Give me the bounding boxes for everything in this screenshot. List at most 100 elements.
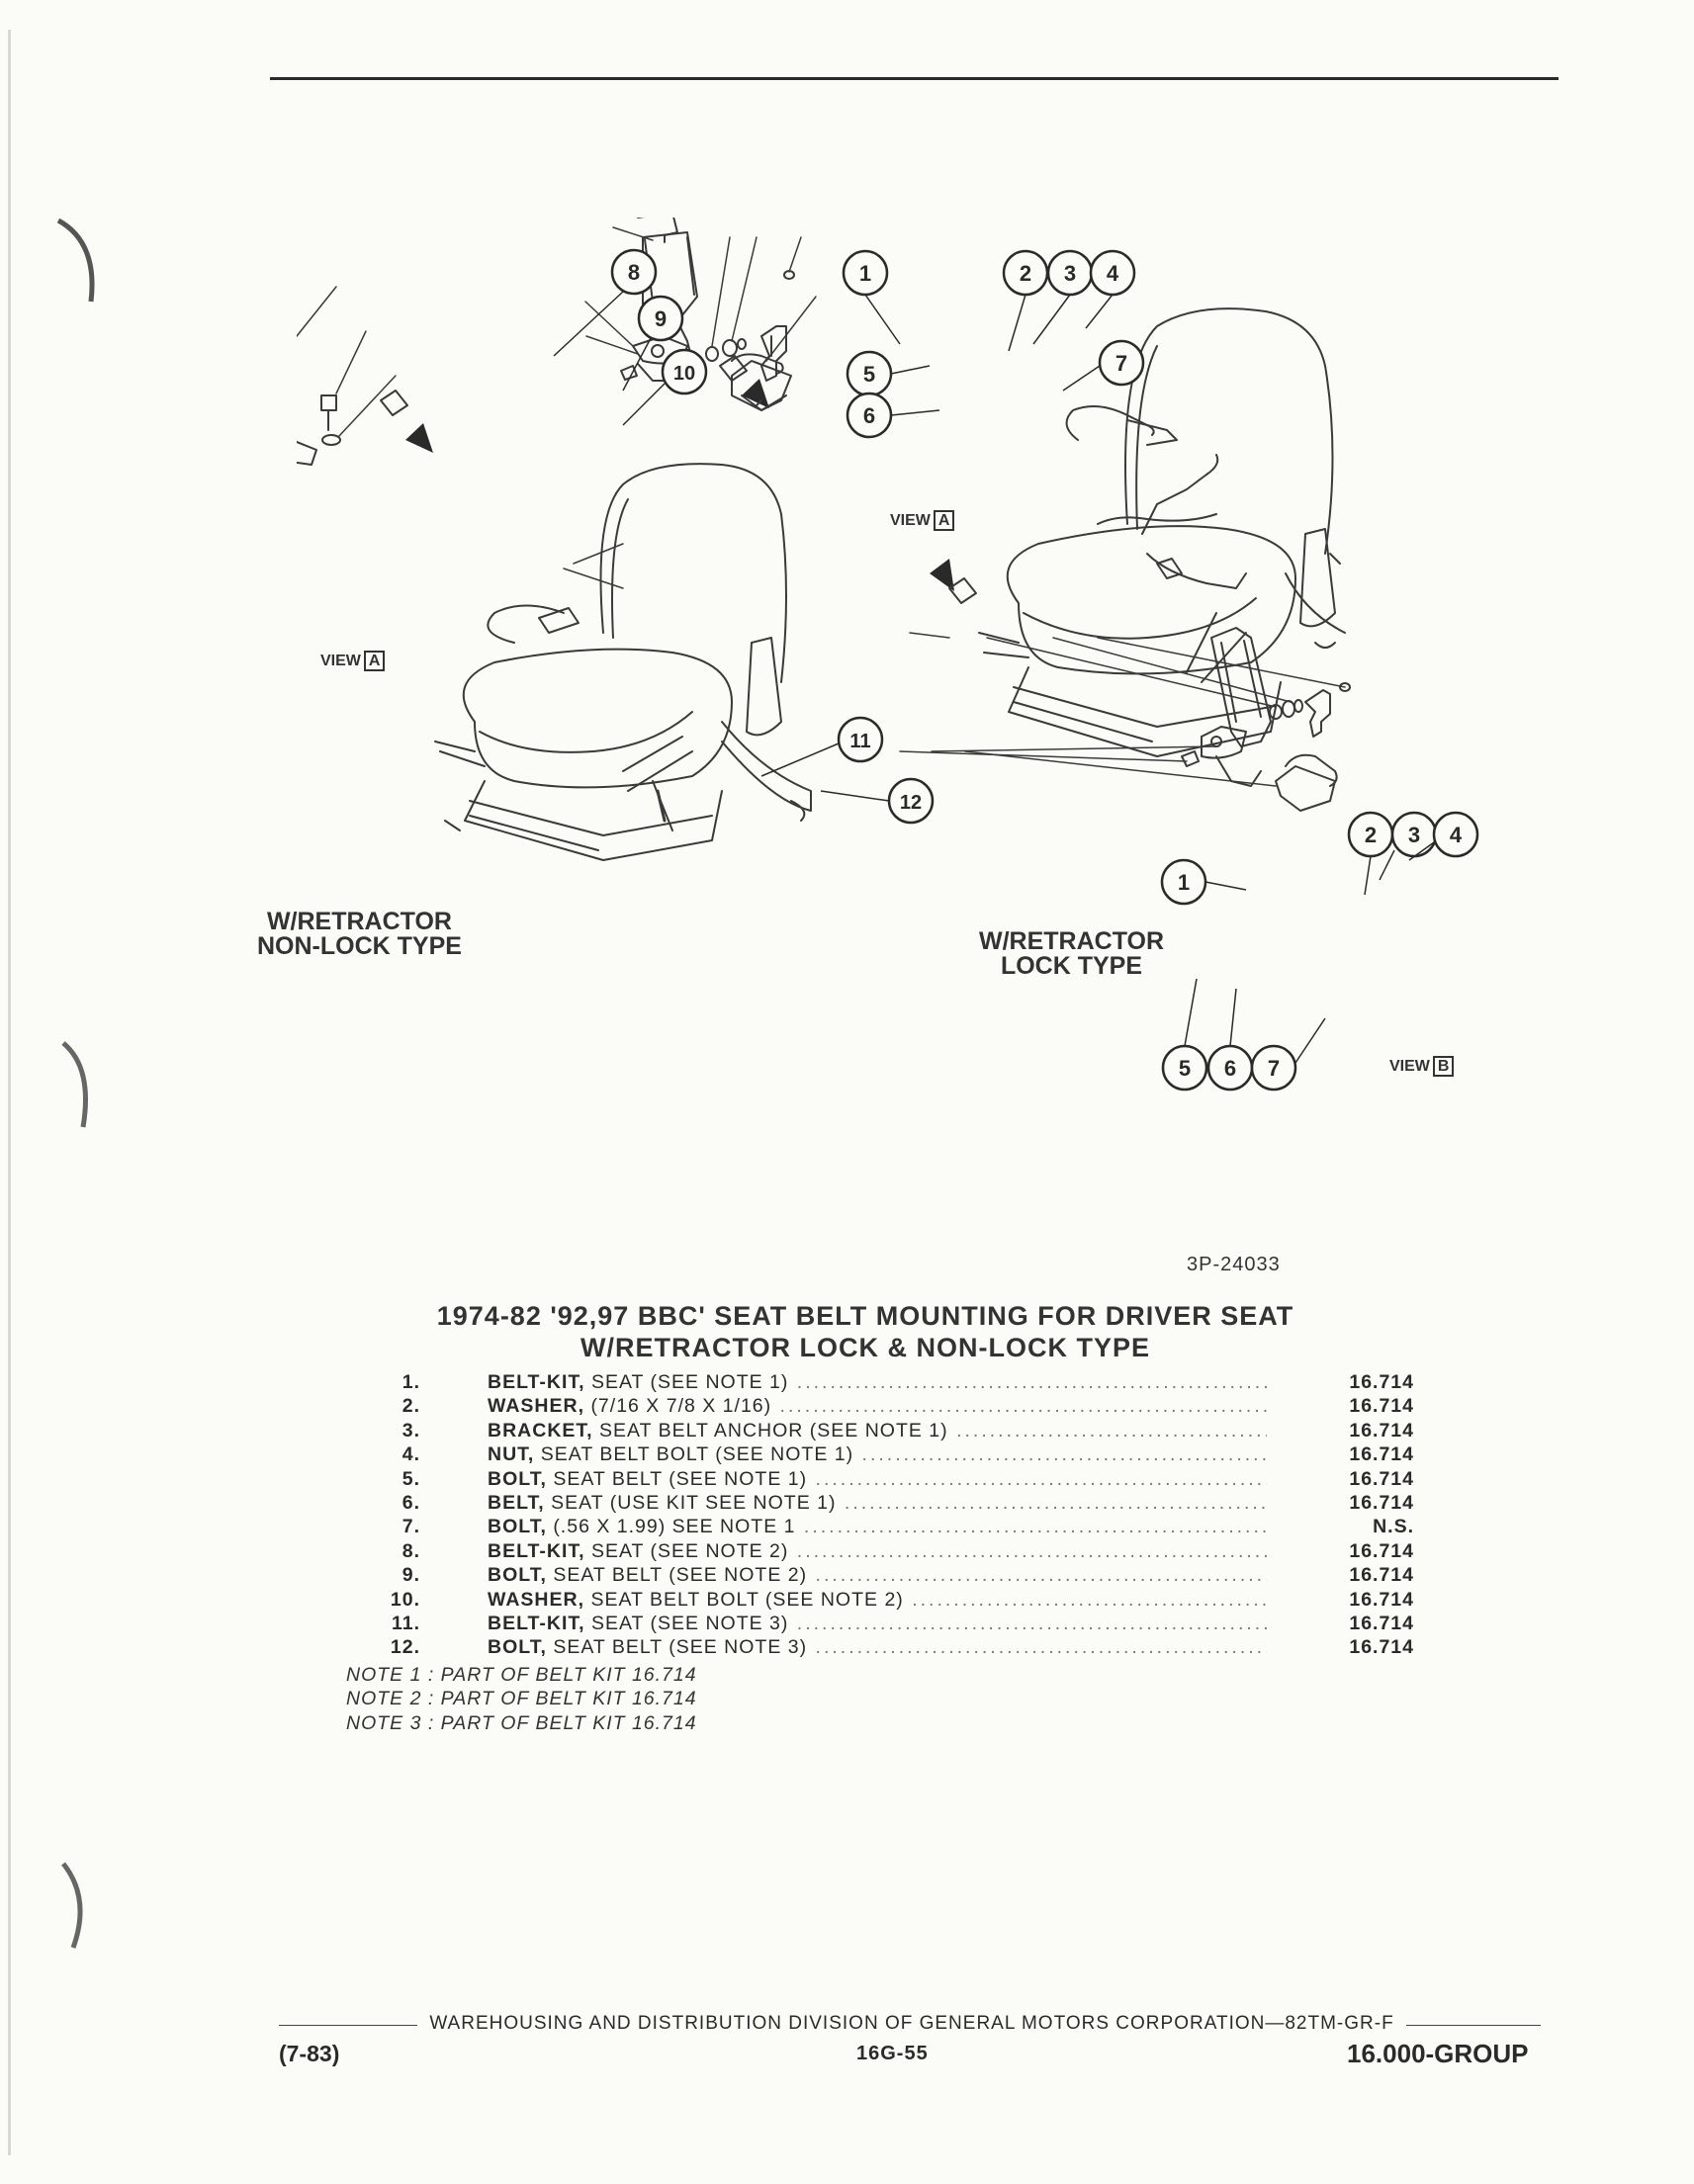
callout-6-bottom: 6: [1206, 1044, 1254, 1092]
svg-text:7: 7: [1268, 1056, 1280, 1081]
part-row: 1.BELT-KIT, SEAT (SEE NOTE 1) ..........…: [346, 1370, 1434, 1394]
svg-text:12: 12: [900, 792, 922, 814]
part-number: 9.: [401, 1564, 420, 1587]
part-group-number: 16.714: [1349, 1491, 1414, 1514]
svg-text:2: 2: [1365, 823, 1377, 847]
leader-dots: ........................................…: [779, 1395, 1267, 1418]
svg-text:10: 10: [673, 363, 695, 385]
part-description: BOLT, SEAT BELT (SEE NOTE 1) ...........…: [488, 1467, 1267, 1491]
callout-12: 12: [887, 777, 935, 825]
leader-dots: ........................................…: [861, 1443, 1267, 1466]
part-row: 6. BELT, SEAT (USE KIT SEE NOTE 1) ......…: [346, 1491, 1434, 1515]
part-name: BELT-KIT,: [488, 1539, 585, 1562]
footer-corporation: WAREHOUSING AND DISTRIBUTION DIVISION OF…: [417, 2013, 1406, 2035]
callout-4-top: 4: [1089, 249, 1136, 297]
part-name: NUT,: [488, 1443, 535, 1466]
footer-corp-line: WAREHOUSING AND DISTRIBUTION DIVISION OF…: [279, 2013, 1541, 2037]
leader-dots: ........................................…: [803, 1516, 1267, 1538]
part-number: 7.: [401, 1516, 420, 1538]
note-3: NOTE 3 : PART OF BELT KIT 16.714: [346, 1711, 697, 1734]
part-row: 9.BOLT, SEAT BELT (SEE NOTE 2) .........…: [346, 1563, 1434, 1587]
non-lock-type-label: W/RETRACTOR NON-LOCK TYPE: [257, 908, 462, 960]
leader-dots: ........................................…: [912, 1588, 1267, 1611]
part-name: BELT-KIT,: [488, 1371, 585, 1393]
binder-hole-mark-top: [56, 218, 95, 303]
part-description: BELT-KIT, SEAT (SEE NOTE 1) ............…: [488, 1370, 1267, 1394]
leader-dots: ........................................…: [815, 1636, 1267, 1659]
footer-page-number: 16G-55: [856, 2043, 929, 2064]
callout-2-bottom: 2: [1347, 811, 1394, 858]
part-group-number: 16.714: [1349, 1419, 1414, 1441]
part-row: 4.NUT, SEAT BELT BOLT (SEE NOTE 1) .....…: [346, 1442, 1434, 1466]
diagram-artwork: [297, 218, 1351, 861]
callout-11: 11: [837, 716, 884, 763]
leader-dots: ........................................…: [815, 1564, 1267, 1587]
svg-text:5: 5: [1179, 1056, 1191, 1081]
svg-text:3: 3: [1408, 823, 1420, 847]
part-detail: SEAT (USE KIT SEE NOTE 1): [551, 1491, 837, 1514]
lock-type-label: W/RETRACTOR LOCK TYPE: [979, 927, 1165, 980]
part-group-number: 16.714: [1349, 1588, 1414, 1611]
header-rule: [270, 77, 1559, 80]
part-number: 10.: [390, 1588, 420, 1611]
part-number: 3.: [401, 1419, 420, 1441]
svg-text:1: 1: [859, 261, 871, 286]
callout-6-top: 6: [846, 392, 893, 439]
part-detail: SEAT (SEE NOTE 3): [590, 1612, 789, 1634]
svg-text:3: 3: [1064, 261, 1076, 286]
callout-1-top: 1: [842, 249, 889, 297]
part-group-number: N.S.: [1373, 1516, 1414, 1538]
callout-5-bottom: 5: [1161, 1044, 1208, 1092]
part-number: 8.: [401, 1539, 420, 1562]
callout-3-bottom: 3: [1390, 811, 1438, 858]
note-2: NOTE 2 : PART OF BELT KIT 16.714: [346, 1688, 697, 1710]
part-number: 5.: [401, 1467, 420, 1490]
footer-date: (7-83): [279, 2041, 340, 2066]
part-name: BELT-KIT,: [488, 1612, 585, 1634]
part-detail: SEAT BELT (SEE NOTE 2): [553, 1564, 808, 1587]
binder-hole-mark-bottom: [61, 1862, 83, 1949]
part-description: BELT-KIT, SEAT (SEE NOTE 3) ............…: [488, 1612, 1267, 1635]
footer-rule-left: [279, 2025, 417, 2026]
callout-8: 8: [610, 248, 658, 296]
part-description: BOLT, SEAT BELT (SEE NOTE 3) ...........…: [488, 1635, 1267, 1659]
callout-1-bottom: 1: [1160, 858, 1207, 906]
part-row: 10.WASHER, SEAT BELT BOLT (SEE NOTE 2) .…: [346, 1588, 1434, 1612]
part-description: BELT-KIT, SEAT (SEE NOTE 2) ............…: [488, 1539, 1267, 1563]
leader-dots: ........................................…: [956, 1419, 1267, 1441]
right-view-b-detail: [1181, 627, 1351, 812]
part-row: 8. BELT-KIT, SEAT (SEE NOTE 2) ..........…: [346, 1539, 1434, 1563]
parts-list: 1.BELT-KIT, SEAT (SEE NOTE 1) ..........…: [346, 1370, 1434, 1660]
left-view-a-detail: [297, 394, 341, 466]
part-row: 2.WASHER, (7/16 X 7/8 X 1/16) ..........…: [346, 1394, 1434, 1418]
part-group-number: 16.714: [1349, 1612, 1414, 1634]
part-detail: (.56 X 1.99) SEE NOTE 1: [553, 1516, 796, 1538]
part-detail: SEAT BELT BOLT (SEE NOTE 2): [590, 1588, 904, 1611]
part-name: BOLT,: [488, 1516, 547, 1538]
notes-list: NOTE 1 : PART OF BELT KIT 16.714 NOTE 2 …: [346, 1663, 697, 1735]
part-detail: SEAT (SEE NOTE 2): [590, 1539, 789, 1562]
svg-text:2: 2: [1020, 261, 1031, 286]
part-number: 6.: [401, 1491, 420, 1514]
part-row: 5. BOLT, SEAT BELT (SEE NOTE 1) .........…: [346, 1467, 1434, 1491]
callout-2-top: 2: [1002, 249, 1049, 297]
part-row: 7. BOLT, (.56 X 1.99) SEE NOTE 1 ........…: [346, 1515, 1434, 1538]
left-seat-drawing: [434, 463, 812, 861]
part-description: BELT, SEAT (USE KIT SEE NOTE 1) ........…: [488, 1491, 1267, 1515]
part-group-number: 16.714: [1349, 1395, 1414, 1418]
callout-7-bottom: 7: [1250, 1044, 1297, 1092]
svg-text:8: 8: [628, 260, 640, 285]
leader-lines: [297, 226, 1346, 787]
right-seat-drawing: [978, 307, 1346, 757]
figure-code: 3P-24033: [1187, 1254, 1281, 1275]
leader-dots: ........................................…: [815, 1467, 1267, 1490]
callout-4-bottom: 4: [1432, 811, 1479, 858]
part-detail: SEAT BELT (SEE NOTE 1): [553, 1467, 808, 1490]
binder-hole-mark-middle: [61, 1041, 88, 1128]
callout-7-top: 7: [1098, 339, 1145, 387]
callout-10: 10: [661, 348, 708, 395]
footer-group: 16.000-GROUP: [1347, 2039, 1529, 2068]
